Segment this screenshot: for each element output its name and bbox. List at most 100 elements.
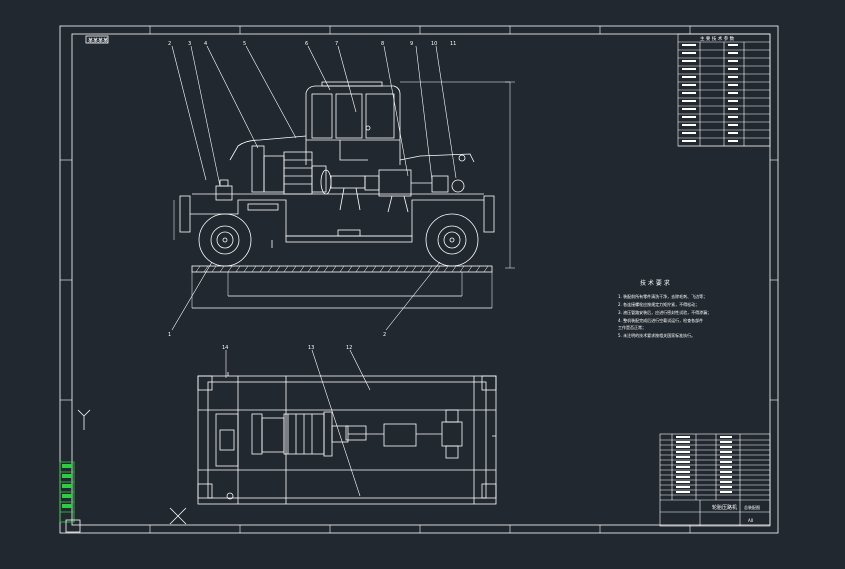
param-value-mark: [728, 124, 738, 126]
bom-text-mark: [720, 486, 732, 488]
drawing-tag-box: [85, 35, 109, 44]
balloon-2: 2: [168, 41, 171, 47]
leader-lines-plan: [225, 349, 371, 497]
tech-line-6: 5. 未注明的技术要求按相关国家标准执行。: [618, 332, 695, 338]
rear-cover: [399, 153, 475, 163]
bom-text-mark: [720, 446, 732, 448]
balloon-1: 1: [168, 332, 171, 338]
title-block-drawing-no: 总装配图: [744, 504, 760, 510]
bom-text-mark: [676, 451, 690, 453]
title-block-name: 轮胎压路机: [712, 504, 737, 511]
title-block: 轮胎压路机 总装配图 A0: [659, 433, 771, 527]
engine-assembly: [251, 145, 465, 213]
title-block-sheet: A0: [748, 518, 754, 523]
bom-text-mark: [720, 476, 732, 478]
plan-view: 14 13 12: [197, 345, 497, 505]
param-value-mark: [728, 140, 738, 142]
tech-line-1: 1. 装配前所有零件清洗干净，去除毛刺、飞边等；: [618, 293, 707, 299]
param-text-mark: [682, 124, 696, 126]
balloon-13: 13: [308, 345, 314, 351]
hood-line: [229, 135, 307, 161]
bom-text-mark: [676, 456, 690, 458]
ucs-icon: [77, 409, 91, 430]
leader-labels-plan: 14 13 12: [222, 345, 352, 351]
balloon-10: 10: [431, 41, 437, 47]
leader-lines-top: [171, 45, 457, 331]
balloon-7: 7: [335, 41, 338, 47]
param-value-mark: [728, 116, 738, 118]
bom-text-mark: [720, 466, 732, 468]
tech-line-5: 工作是否正常；: [618, 324, 646, 330]
bom-text-mark: [676, 491, 690, 493]
param-value-mark: [728, 84, 738, 86]
side-view: 2 3 4 5 6 7 8 9 10 11 1 2: [168, 41, 515, 338]
tech-line-3: 3. 液压管路安装后，应进行密封性试验，不得渗漏；: [618, 309, 711, 315]
rear-hook: [458, 154, 466, 162]
balloon-2-lower: 2: [383, 332, 386, 338]
param-text-mark: [682, 44, 696, 46]
bom-text-mark: [676, 476, 690, 478]
balloon-6: 6: [305, 41, 308, 47]
balloon-4: 4: [204, 41, 207, 47]
inner-border: [71, 33, 771, 526]
param-value-mark: [728, 60, 738, 62]
bom-text-mark: [676, 466, 690, 468]
cursor-crosshair-icon: [169, 507, 187, 525]
param-text-mark: [682, 132, 696, 134]
tech-requirements-title: 技 术 要 求: [640, 279, 670, 287]
param-value-mark: [728, 68, 738, 70]
param-text-mark: [682, 100, 696, 102]
param-value-mark: [728, 108, 738, 110]
bom-text-mark: [720, 456, 732, 458]
bom-text-mark: [720, 441, 732, 443]
bom-text-mark: [720, 451, 732, 453]
cab: [305, 81, 401, 165]
bom-text-mark: [676, 471, 690, 473]
tech-line-4: 4. 整机装配完成后进行空载试运行，检查各部件: [618, 317, 703, 323]
balloon-12: 12: [346, 345, 352, 351]
front-wheel: [198, 213, 252, 267]
param-text-mark: [682, 108, 696, 110]
balloon-14: 14: [222, 345, 228, 351]
technical-requirements: 技 术 要 求 1. 装配前所有零件清洗干净，去除毛刺、飞边等； 2. 各连接螺…: [618, 279, 711, 338]
outer-border: [59, 25, 779, 534]
tech-line-2: 2. 各连接螺栓应按规定力矩拧紧，不得松动；: [618, 301, 699, 307]
revision-strip: [59, 461, 81, 533]
param-text-mark: [682, 76, 696, 78]
param-text-mark: [682, 116, 696, 118]
rear-wheel: [425, 213, 479, 267]
bom-text-mark: [676, 441, 690, 443]
bom-text-mark: [720, 481, 732, 483]
param-text-mark: [682, 140, 696, 142]
param-text-mark: [682, 60, 696, 62]
bom-text-mark: [676, 461, 690, 463]
param-text-mark: [682, 84, 696, 86]
param-table-title: 主 要 技 术 参 数: [700, 35, 735, 42]
param-value-mark: [728, 52, 738, 54]
balloon-11: 11: [450, 41, 456, 47]
bom-text-mark: [676, 446, 690, 448]
bom-text-mark: [676, 436, 690, 438]
balloon-8: 8: [381, 41, 384, 47]
balloon-9: 9: [410, 41, 413, 47]
bom-text-mark: [720, 461, 732, 463]
frame: [179, 179, 495, 248]
param-value-mark: [728, 76, 738, 78]
drawing-tag: 某某某某: [88, 38, 108, 44]
bom-text-mark: [720, 471, 732, 473]
ground-line: [191, 265, 493, 273]
border-ticks: [60, 26, 778, 533]
dimension-lines: [173, 81, 515, 309]
param-text-mark: [682, 52, 696, 54]
ground-hatch: [195, 265, 489, 273]
param-value-mark: [728, 92, 738, 94]
balloon-3: 3: [188, 41, 191, 47]
param-text-mark: [682, 92, 696, 94]
bom-text-mark: [720, 436, 732, 438]
bom-text-mark: [720, 491, 732, 493]
param-value-mark: [728, 100, 738, 102]
bom-text-mark: [676, 481, 690, 483]
balloon-5: 5: [243, 41, 246, 47]
param-value-mark: [728, 132, 738, 134]
